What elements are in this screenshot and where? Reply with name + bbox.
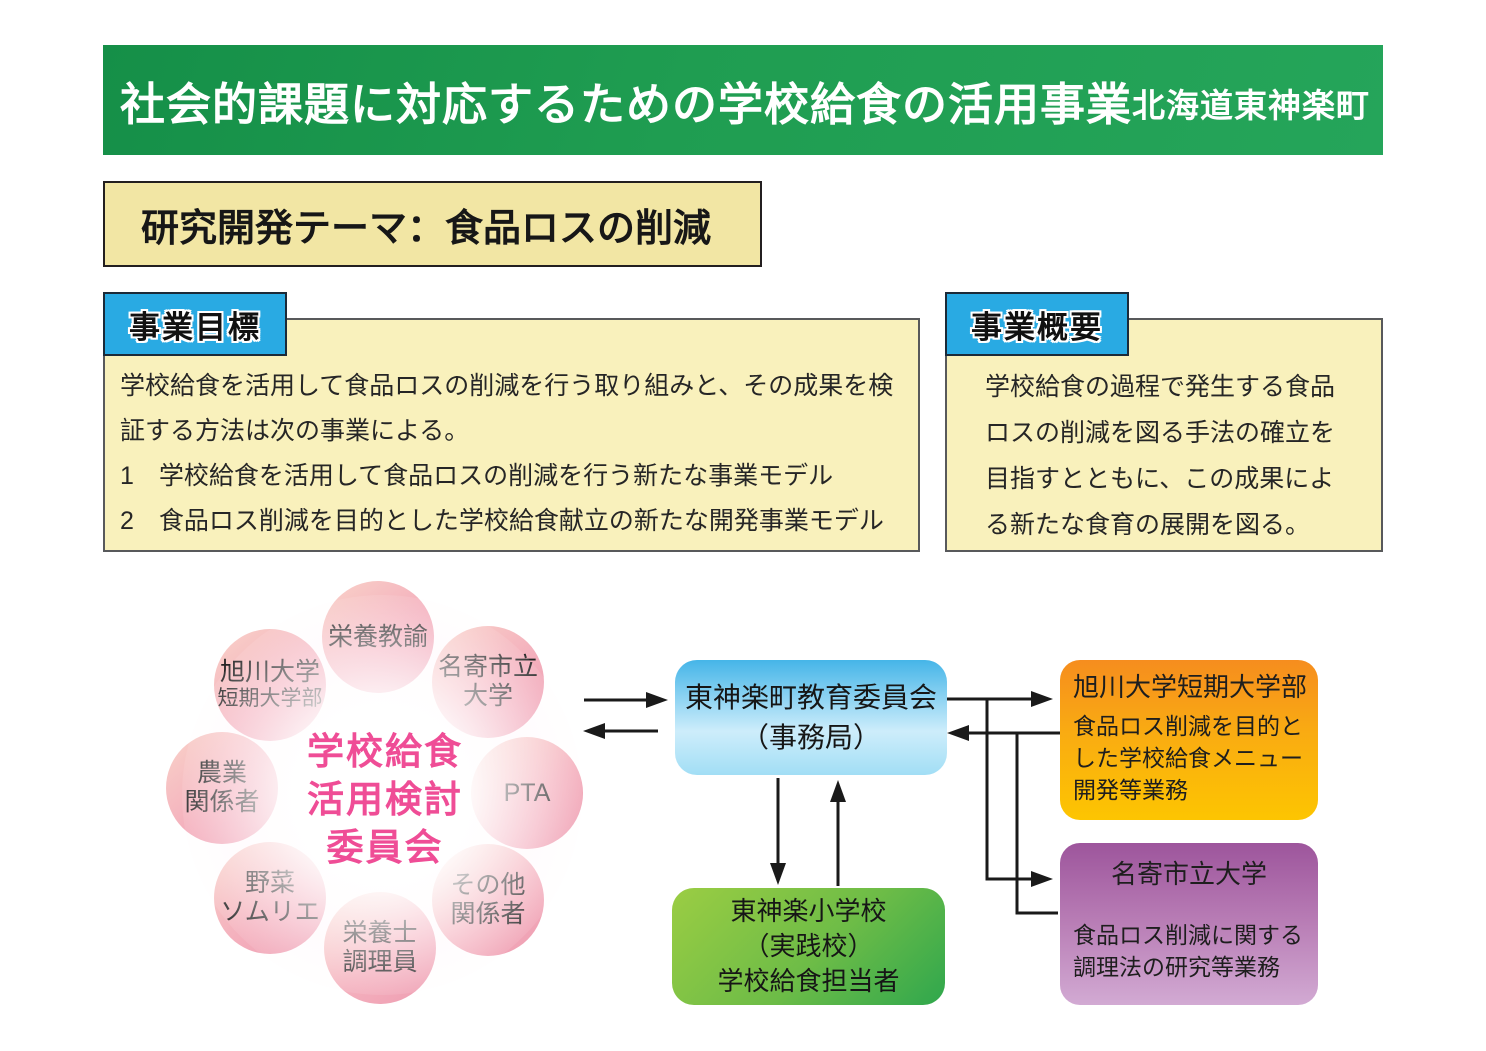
member-label: ソムリエ xyxy=(220,898,320,926)
member-circle-nayoro-univ: 名寄市立 大学 xyxy=(432,626,544,738)
overview-line: 学校給食の過程で発生する食品 xyxy=(985,373,1336,401)
nayoro-task-box: 名寄市立大学 食品ロス削減に関する 調理法の研究等業務 xyxy=(1060,843,1318,1005)
goal-line: 1 学校給食を活用して食品ロスの削減を行う新たな事業モデル xyxy=(120,462,834,490)
member-label: 大学 xyxy=(462,682,513,710)
task-body-line: 開発等業務 xyxy=(1073,777,1188,803)
board-of-education-box: 東神楽町教育委員会 （事務局） xyxy=(675,660,947,775)
committee-title-line: 活用検討 xyxy=(307,779,463,820)
committee-title-line: 学校給食 xyxy=(307,731,463,772)
member-label: 関係者 xyxy=(450,900,526,928)
committee-title: 学校給食 活用検討 委員会 xyxy=(235,728,535,872)
task-body-line: 食品ロス削減に関する xyxy=(1073,922,1303,948)
member-label: 旭川大学 xyxy=(219,658,320,687)
member-circle-nutrition-teacher: 栄養教諭 xyxy=(322,581,434,693)
overview-panel xyxy=(945,318,1383,552)
task-body-line: 調理法の研究等業務 xyxy=(1073,954,1280,980)
goal-tab-label: 事業目標 xyxy=(103,292,287,356)
overview-line: 目指すとともに、この成果によ xyxy=(985,465,1335,493)
goal-tab-text: 事業目標 xyxy=(129,309,261,345)
arrow-board-to-committee xyxy=(583,723,658,739)
arrow-school-to-board xyxy=(830,780,846,886)
member-label: 栄養士 xyxy=(342,919,418,947)
member-label: 短期大学部 xyxy=(217,687,323,711)
nayoro-task-body: 食品ロス削減に関する 調理法の研究等業務 xyxy=(1073,919,1305,983)
goal-line: 証する方法は次の事業による。 xyxy=(120,417,470,445)
member-circle-asahikawa-univ: 旭川大学 短期大学部 xyxy=(214,629,326,741)
goal-line: 2 食品ロス削減を目的とした学校給食献立の新たな開発事業モデル xyxy=(120,507,884,535)
asahikawa-task-title: 旭川大学短期大学部 xyxy=(1073,672,1308,702)
region-label: 北海道東神楽町 xyxy=(1132,87,1371,124)
theme-box: 研究開発テーマ：食品ロスの削減 xyxy=(103,181,762,267)
school-box-line: （実践校） xyxy=(743,931,874,961)
nayoro-task-title: 名寄市立大学 xyxy=(1110,859,1267,889)
school-box-line: 学校給食担当者 xyxy=(717,966,900,996)
asahikawa-task-body: 食品ロス削減を目的と した学校給食メニュー 開発等業務 xyxy=(1073,710,1305,806)
overview-tab-text: 事業概要 xyxy=(971,309,1103,345)
goal-body: 学校給食を活用して食品ロスの削減を行う取り組みと、その成果を検 証する方法は次の… xyxy=(120,364,910,544)
overview-tab-label: 事業概要 xyxy=(945,292,1129,356)
page-title: 社会的課題に対応するための学校給食の活用事業 xyxy=(120,78,1133,130)
header-banner: 社会的課題に対応するための学校給食の活用事業 北海道東神楽町 xyxy=(103,45,1383,155)
arrow-board-to-asahikawa xyxy=(947,691,1053,707)
member-label: 名寄市立 xyxy=(437,653,538,681)
committee-title-line: 委員会 xyxy=(326,827,444,868)
task-body-line: した学校給食メニュー xyxy=(1073,745,1303,771)
arrow-asahikawa-to-board xyxy=(947,725,1060,741)
school-box-line: 東神楽小学校 xyxy=(730,896,887,926)
goal-line: 学校給食を活用して食品ロスの削減を行う取り組みと、その成果を検 xyxy=(120,372,894,400)
overview-line: ロスの削減を図る手法の確立を xyxy=(985,419,1336,447)
practice-school-box: 東神楽小学校 （実践校） 学校給食担当者 xyxy=(672,888,945,1005)
member-label: 調理員 xyxy=(342,948,418,976)
theme-title: 研究開発テーマ：食品ロスの削減 xyxy=(141,207,712,250)
arrow-board-to-nayoro xyxy=(985,699,1053,887)
line-nayoro-to-board xyxy=(1015,733,1058,915)
arrow-committee-to-board xyxy=(584,692,668,708)
arrow-board-to-school xyxy=(770,778,786,885)
overview-line: る新たな食育の展開を図る。 xyxy=(985,511,1311,539)
goal-panel xyxy=(103,318,920,552)
member-circle-dietitian-cook: 栄養士 調理員 xyxy=(324,892,436,1004)
board-box-line: （事務局） xyxy=(740,721,881,753)
member-label: その他 xyxy=(450,871,526,899)
member-label: 野菜 xyxy=(244,869,295,897)
task-body-line: 食品ロス削減を目的と xyxy=(1073,713,1303,739)
member-label: 栄養教諭 xyxy=(327,622,428,651)
asahikawa-task-box: 旭川大学短期大学部 食品ロス削減を目的と した学校給食メニュー 開発等業務 xyxy=(1060,660,1318,820)
board-box-line: 東神楽町教育委員会 xyxy=(684,681,937,713)
overview-body: 学校給食の過程で発生する食品 ロスの削減を図る手法の確立を 目指すとともに、この… xyxy=(985,364,1365,548)
